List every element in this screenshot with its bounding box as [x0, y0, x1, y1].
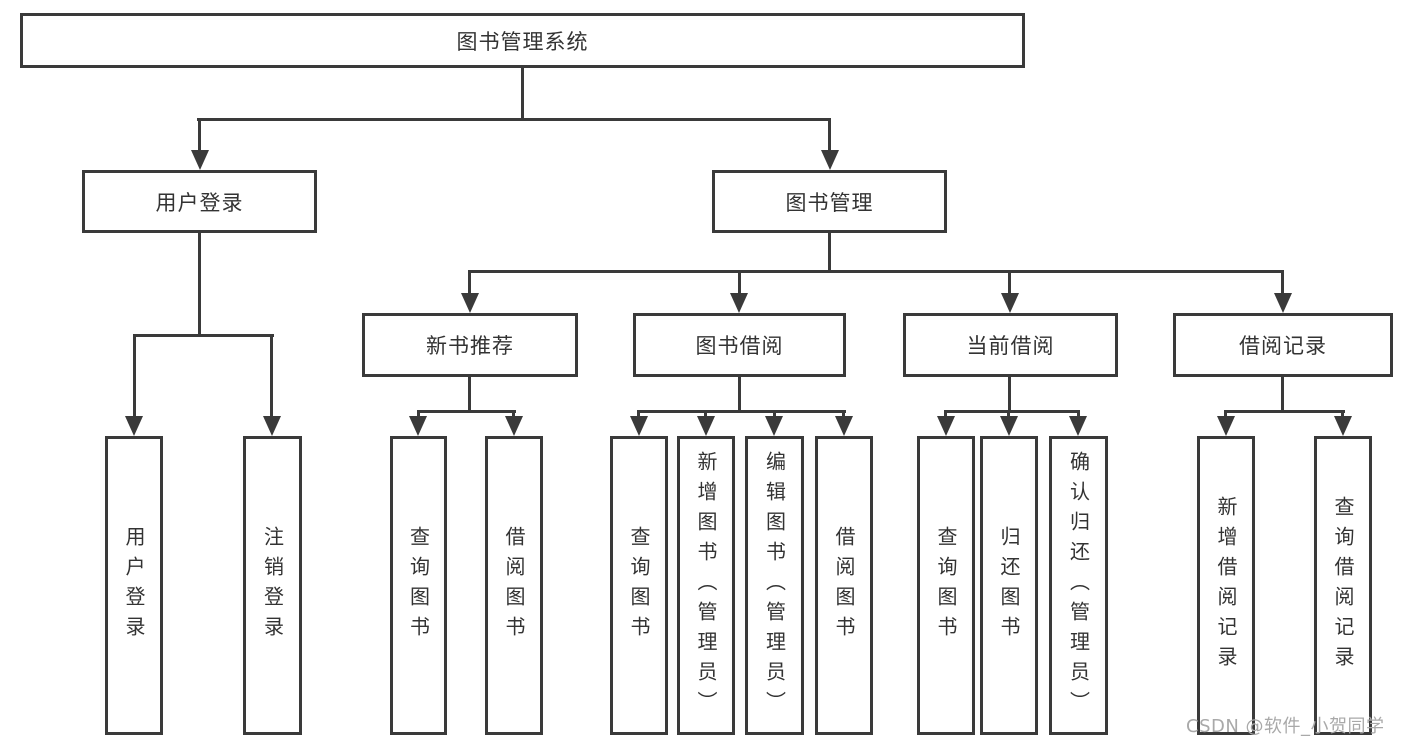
connector-to-book-borrow	[738, 270, 741, 295]
connector-level3-rail	[468, 270, 1284, 273]
connector-new-books-rail	[417, 410, 516, 413]
leaf-borrow-books-borrow: 借阅图书	[815, 436, 873, 735]
leaf-return-books: 归还图书	[980, 436, 1038, 735]
connector-level2-rail	[197, 118, 831, 121]
connector-to-new-books	[468, 270, 471, 295]
connector-user-login-rail	[133, 334, 274, 337]
arrowhead-borrow-records-icon	[1274, 293, 1292, 313]
connector-current-borrow-stem	[1008, 377, 1011, 412]
connector-to-leaf-query-books-2	[637, 410, 640, 418]
connector-book-borrow-stem	[738, 377, 741, 412]
arrowhead-leaf-logout-icon	[263, 416, 281, 436]
connector-borrow-records-stem	[1281, 377, 1284, 412]
connector-borrow-records-rail	[1224, 410, 1345, 413]
arrowhead-leaf-borrow-books-2-icon	[835, 416, 853, 436]
leaf-query-books-newbooks: 查询图书	[390, 436, 447, 735]
arrowhead-leaf-query-record-icon	[1334, 416, 1352, 436]
connector-to-leaf-return-books	[1007, 410, 1010, 418]
node-new-books: 新书推荐	[362, 313, 578, 377]
arrowhead-leaf-return-books-icon	[1000, 416, 1018, 436]
connector-new-books-stem	[468, 377, 471, 412]
connector-to-leaf-confirm-return	[1077, 410, 1080, 418]
node-book-management: 图书管理	[712, 170, 947, 233]
node-borrow-records: 借阅记录	[1173, 313, 1393, 377]
arrowhead-leaf-add-books-icon	[697, 416, 715, 436]
connector-to-leaf-add-books	[704, 410, 707, 418]
connector-to-leaf-user-login	[133, 334, 136, 418]
watermark: CSDN @软件_小贺同学	[1186, 716, 1385, 737]
node-library-management-system: 图书管理系统	[20, 13, 1025, 68]
leaf-confirm-return-admin: 确认归还（管理员）	[1049, 436, 1108, 735]
connector-to-current-borrow	[1008, 270, 1011, 295]
connector-root-stem	[521, 68, 524, 118]
leaf-query-books-current: 查询图书	[917, 436, 975, 735]
leaf-borrow-books-newbooks: 借阅图书	[485, 436, 543, 735]
connector-book-management-stem	[828, 233, 831, 272]
connector-to-leaf-logout	[270, 334, 273, 418]
arrowhead-user-login-icon	[191, 150, 209, 170]
leaf-query-books-borrow: 查询图书	[610, 436, 668, 735]
node-book-borrow: 图书借阅	[633, 313, 846, 377]
leaf-add-books-admin: 新增图书（管理员）	[677, 436, 735, 735]
leaf-add-borrow-record: 新增借阅记录	[1197, 436, 1255, 735]
connector-to-leaf-borrow-books-1	[512, 410, 515, 418]
leaf-logout: 注销登录	[243, 436, 302, 735]
connector-to-borrow-records	[1281, 270, 1284, 295]
connector-to-leaf-edit-books	[773, 410, 776, 418]
arrowhead-book-management-icon	[821, 150, 839, 170]
connector-to-leaf-query-record	[1341, 410, 1344, 418]
node-user-login: 用户登录	[82, 170, 317, 233]
arrowhead-current-borrow-icon	[1001, 293, 1019, 313]
arrowhead-leaf-add-record-icon	[1217, 416, 1235, 436]
connector-to-leaf-query-books-3	[944, 410, 947, 418]
arrowhead-new-books-icon	[461, 293, 479, 313]
arrowhead-leaf-query-books-3-icon	[937, 416, 955, 436]
connector-to-user-login	[198, 118, 201, 152]
arrowhead-leaf-edit-books-icon	[765, 416, 783, 436]
arrowhead-leaf-query-books-2-icon	[630, 416, 648, 436]
connector-to-book-management	[828, 118, 831, 152]
arrowhead-leaf-borrow-books-1-icon	[505, 416, 523, 436]
connector-to-leaf-borrow-books-2	[842, 410, 845, 418]
arrowhead-leaf-user-login-icon	[125, 416, 143, 436]
connector-to-leaf-add-record	[1224, 410, 1227, 418]
leaf-user-login: 用户登录	[105, 436, 163, 735]
connector-to-leaf-query-books-1	[417, 410, 420, 418]
leaf-edit-books-admin: 编辑图书（管理员）	[745, 436, 804, 735]
leaf-query-borrow-record: 查询借阅记录	[1314, 436, 1372, 735]
connector-user-login-stem	[198, 233, 201, 336]
arrowhead-book-borrow-icon	[730, 293, 748, 313]
connector-current-borrow-rail	[944, 410, 1080, 413]
node-current-borrow: 当前借阅	[903, 313, 1118, 377]
arrowhead-leaf-query-books-1-icon	[409, 416, 427, 436]
arrowhead-leaf-confirm-return-icon	[1069, 416, 1087, 436]
connector-book-borrow-rail	[637, 410, 846, 413]
